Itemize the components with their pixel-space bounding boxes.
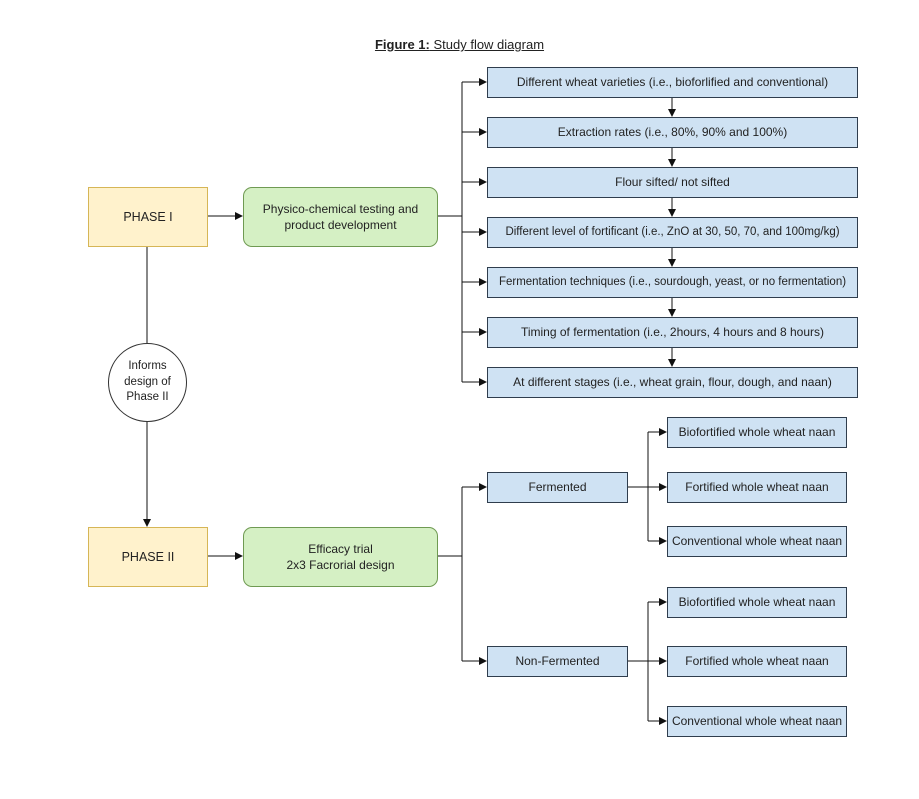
step-wheat-varieties: Different wheat varieties (i.e., bioforl… <box>487 67 858 98</box>
figure-caption: Study flow diagram <box>429 37 545 52</box>
nonfermented-arm-biofortified: Biofortified whole wheat naan <box>667 587 847 618</box>
step-fermentation-techniques: Fermentation techniques (i.e., sourdough… <box>487 267 858 298</box>
step-fortificant-level: Different level of fortificant (i.e., Zn… <box>487 217 858 248</box>
fermented-arm-biofortified: Biofortified whole wheat naan <box>667 417 847 448</box>
figure-label: Figure 1: <box>374 37 430 52</box>
step-fermentation-timing: Timing of fermentation (i.e., 2hours, 4 … <box>487 317 858 348</box>
fermented-arm-conventional: Conventional whole wheat naan <box>667 526 847 557</box>
step-extraction-rates: Extraction rates (i.e., 80%, 90% and 100… <box>487 117 858 148</box>
step-different-stages: At different stages (i.e., wheat grain, … <box>487 367 858 398</box>
group-non-fermented: Non-Fermented <box>487 646 628 677</box>
efficacy-trial-line-2: 2x3 Facrorial design <box>286 558 395 572</box>
step-flour-sifted: Flour sifted/ not sifted <box>487 167 858 198</box>
efficacy-trial-line-1: Efficacy trial <box>308 541 373 556</box>
nonfermented-arm-conventional: Conventional whole wheat naan <box>667 706 847 737</box>
nonfermented-arm-fortified: Fortified whole wheat naan <box>667 646 847 677</box>
group-fermented: Fermented <box>487 472 628 503</box>
fermented-arm-fortified: Fortified whole wheat naan <box>667 472 847 503</box>
efficacy-trial-box: Efficacy trial 2x3 Facrorial design <box>243 527 438 587</box>
phase-1-box: PHASE I <box>88 187 208 247</box>
figure-title: Figure 1: Study flow diagram <box>0 37 919 52</box>
physico-chemical-testing-box: Physico-chemical testing and product dev… <box>243 187 438 247</box>
informs-design-circle: Informs design of Phase II <box>108 343 187 422</box>
phase-2-box: PHASE II <box>88 527 208 587</box>
